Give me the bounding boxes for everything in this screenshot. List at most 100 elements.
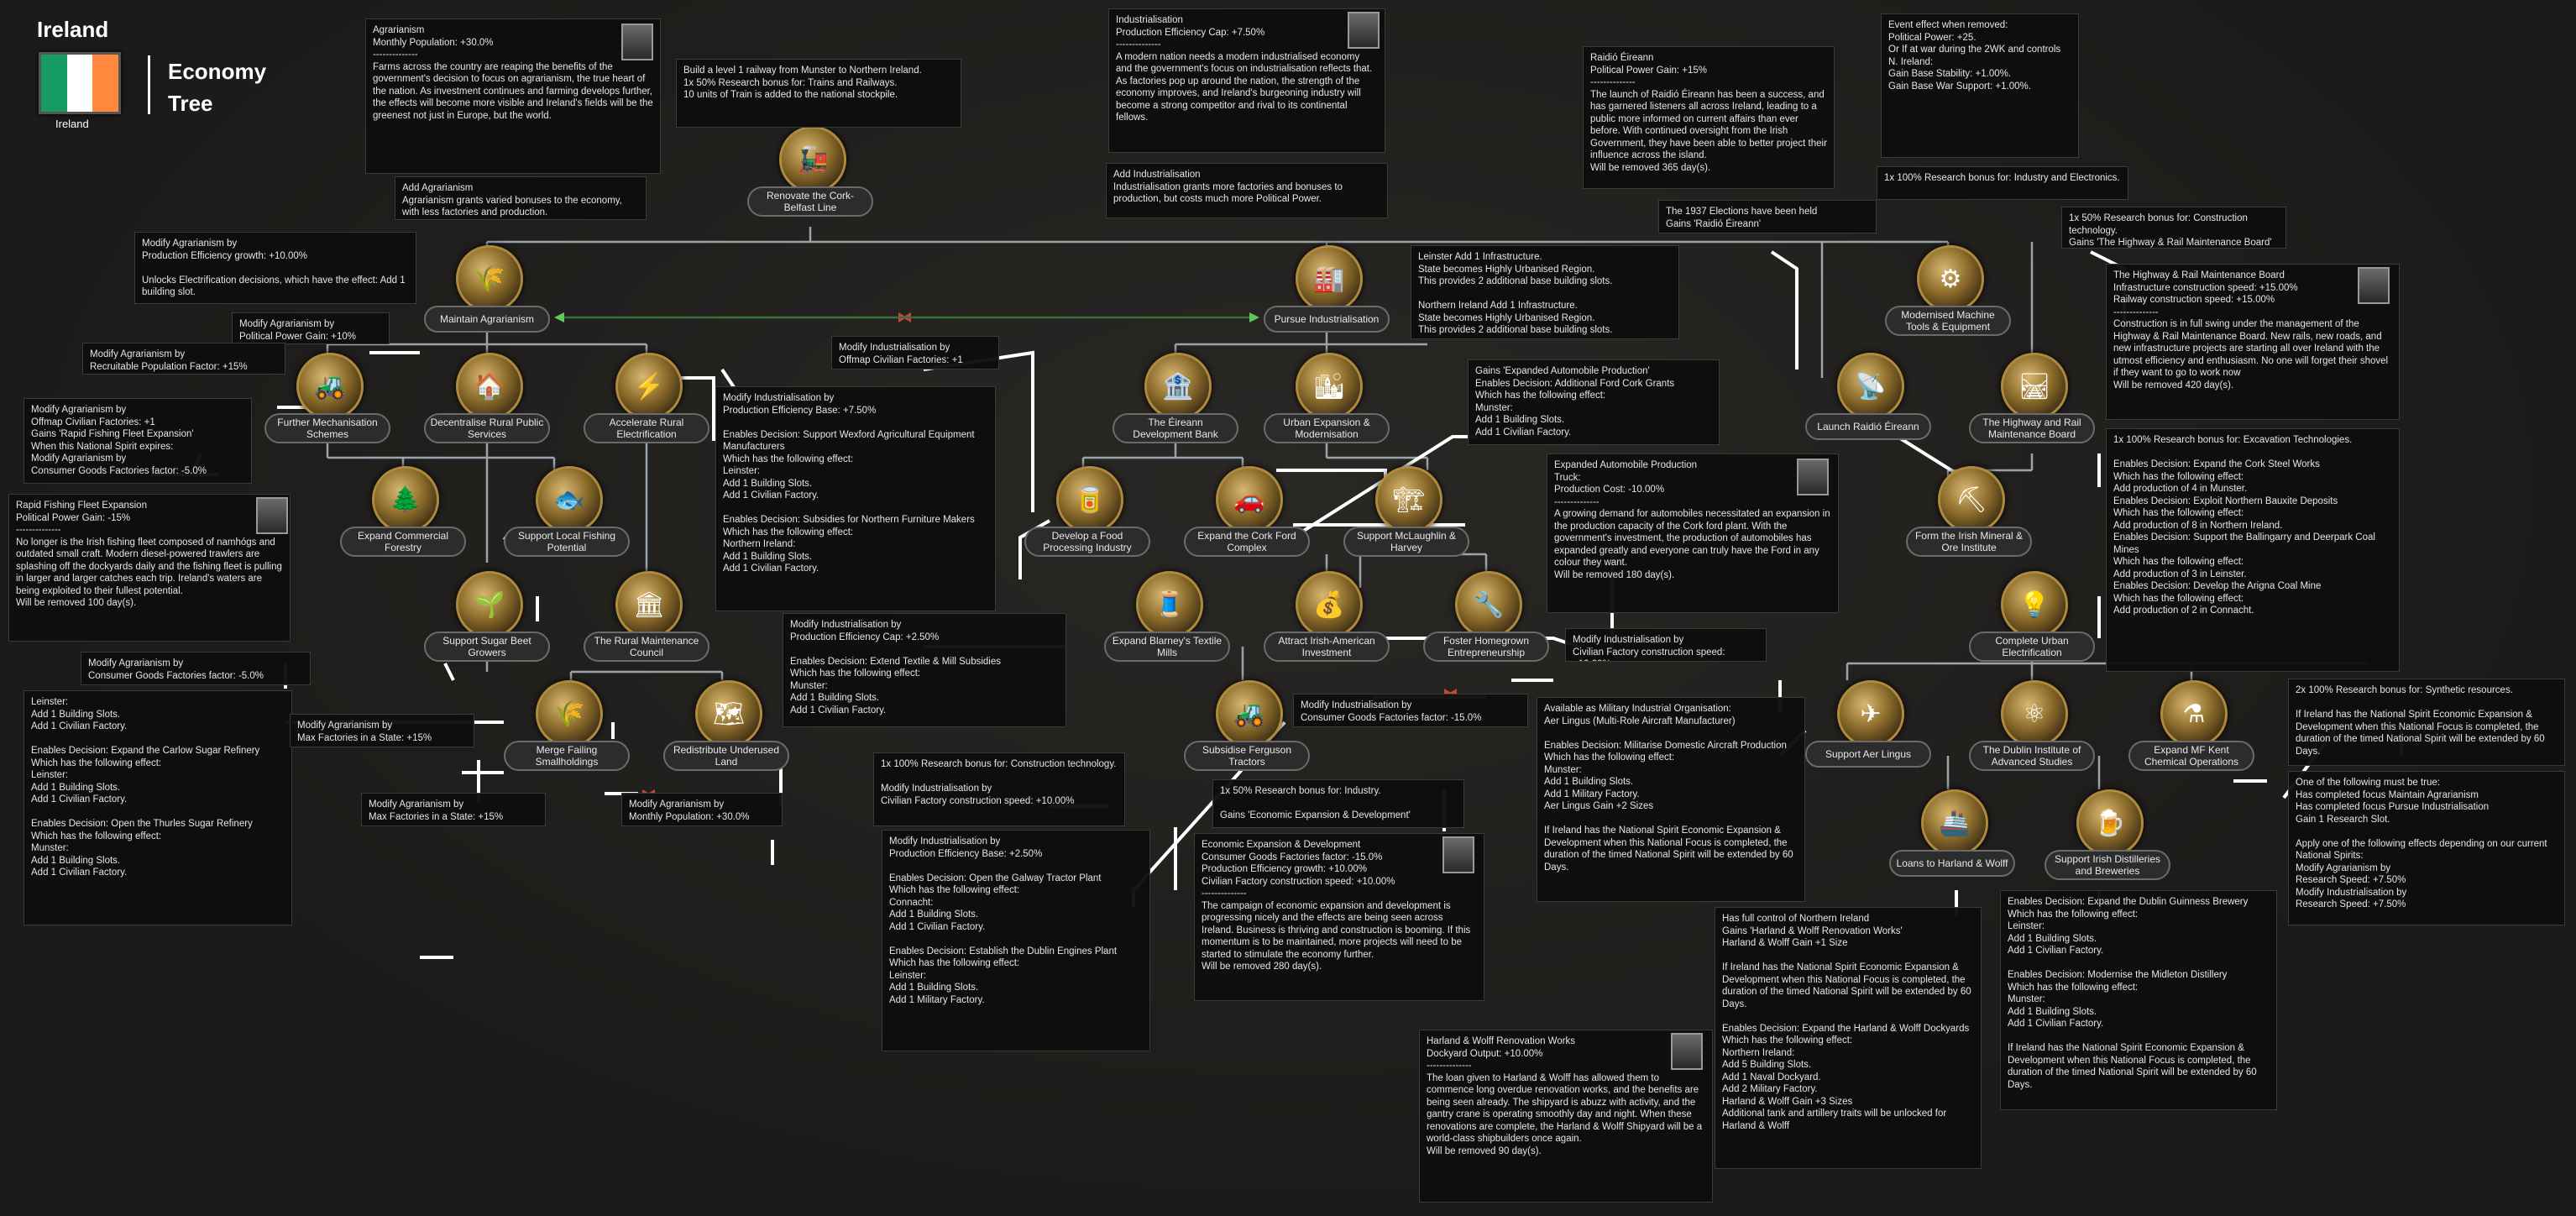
focus-support-mclaughlin[interactable]: 🏗 Support McLaughlin & Harvey — [1343, 466, 1469, 567]
focus-expand-commercial-forestry[interactable]: 🌲 Expand Commercial Forestry — [340, 466, 466, 567]
focus-dublin-institute[interactable]: ⚛ The Dublin Institute of Advanced Studi… — [1969, 680, 2095, 781]
tree-icon: 🌲 — [372, 466, 439, 533]
city-icon: 🏙 — [1296, 353, 1363, 420]
focus-complete-urban-elec[interactable]: 💡 Complete Urban Electrification — [1969, 571, 2095, 672]
focus-label: Subsidise Ferguson Tractors — [1184, 741, 1310, 771]
chemistry-icon: ⚗ — [2160, 680, 2228, 747]
bank-icon: 🏦 — [1144, 353, 1212, 420]
gear-icon: ⚙ — [1917, 245, 1984, 312]
focus-attract-irish-american[interactable]: 💰 Attract Irish-American Investment — [1264, 571, 1390, 672]
focus-urban-expansion[interactable]: 🏙 Urban Expansion & Modernisation — [1264, 353, 1390, 453]
beet-icon: 🌱 — [456, 571, 523, 638]
tooltip-modify-agr-pp: Modify Agrarianism by Political Power Ga… — [232, 312, 390, 344]
tree-title-line1: Economy — [168, 55, 266, 87]
road-icon: 🛤 — [2001, 353, 2068, 420]
focus-merge-failing[interactable]: 🌾 Merge Failing Smallholdings — [504, 680, 630, 781]
focus-label: Decentralise Rural Public Services — [424, 413, 550, 443]
tooltip-dublin-guinness: Enables Decision: Expand the Dublin Guin… — [2000, 890, 2277, 1110]
tooltip-leinster-infra: Leinster Add 1 Infrastructure. State bec… — [1411, 245, 1679, 339]
focus-eireann-dev-bank[interactable]: 🏦 The Éireann Development Bank — [1113, 353, 1238, 453]
tooltip-leinster-sugar: Leinster: Add 1 Building Slots. Add 1 Ci… — [24, 690, 292, 925]
tooltip-research-industry: 1x 50% Research bonus for: Industry. Gai… — [1212, 779, 1464, 828]
focus-expand-mf-kent[interactable]: ⚗ Expand MF Kent Chemical Operations — [2128, 680, 2254, 781]
ireland-flag — [39, 52, 121, 114]
focus-label: Support Local Fishing Potential — [504, 527, 630, 557]
tooltip-research-construction2: 1x 100% Research bonus for: Construction… — [873, 752, 1125, 826]
title-divider — [148, 55, 150, 114]
radio-tower-icon: 📡 — [1837, 353, 1904, 420]
focus-label: Accelerate Rural Electrification — [584, 413, 709, 443]
lightbulb-icon: 💡 — [2001, 571, 2068, 638]
tree-title: Economy Tree — [168, 55, 266, 119]
focus-label: Further Mechanisation Schemes — [264, 413, 390, 443]
tooltip-modify-agr-max2: Modify Agrarianism by Max Factories in a… — [361, 793, 546, 826]
barrel-icon: 🍺 — [2076, 789, 2144, 857]
focus-renovate-cork-belfast[interactable]: 🚂 Renovate the Cork-Belfast Line — [747, 126, 873, 227]
wheat-icon: 🌾 — [456, 245, 523, 312]
tractor-icon: 🚜 — [296, 353, 364, 420]
focus-decentralise-rural[interactable]: 🏠 Decentralise Rural Public Services — [424, 353, 550, 453]
focus-label: The Rural Maintenance Council — [584, 632, 709, 662]
focus-support-distilleries[interactable]: 🍺 Support Irish Distilleries and Breweri… — [2045, 789, 2170, 890]
tooltip-modify-ind-peb2: Modify Industrialisation by Production E… — [882, 830, 1150, 1051]
focus-loans-harland[interactable]: 🚢 Loans to Harland & Wolff — [1889, 789, 2015, 890]
tooltip-highway-board: The Highway & Rail Maintenance Board Inf… — [2106, 264, 2400, 420]
tooltip-expanded-auto-truck: Expanded Automobile Production Truck: Pr… — [1547, 453, 1839, 613]
tooltip-event-effect: Event effect when removed: Political Pow… — [1881, 13, 2079, 158]
focus-maintain-agrarianism[interactable]: 🌾 Maintain Agrarianism — [424, 245, 550, 346]
tooltip-research-construction: 1x 50% Research bonus for: Construction … — [2061, 207, 2286, 249]
focus-expand-cork-ford[interactable]: 🚗 Expand the Cork Ford Complex — [1184, 466, 1310, 567]
focus-label: Support Sugar Beet Growers — [424, 632, 550, 662]
focus-redistribute-land[interactable]: 🗺 Redistribute Underused Land — [663, 680, 789, 781]
focus-label: Foster Homegrown Entrepreneurship — [1423, 632, 1549, 662]
focus-label: Develop a Food Processing Industry — [1024, 527, 1150, 557]
focus-modernised-machine-tools[interactable]: ⚙ Modernised Machine Tools & Equipment — [1885, 245, 2011, 346]
tooltip-modify-ind-offmap: Modify Industrialisation by Offmap Civil… — [831, 336, 999, 370]
focus-rural-maintenance-council[interactable]: 🏛 The Rural Maintenance Council — [584, 571, 709, 672]
industrialisation-spirit-icon — [1348, 12, 1380, 49]
focus-support-local-fishing[interactable]: 🐟 Support Local Fishing Potential — [504, 466, 630, 567]
focus-label: Merge Failing Smallholdings — [504, 741, 630, 771]
railway-icon: 🚂 — [779, 126, 846, 193]
focus-label: Expand Blarney's Textile Mills — [1104, 632, 1230, 662]
tooltip-modify-agr-pop: Modify Agrarianism by Monthly Population… — [621, 793, 783, 826]
focus-foster-homegrown[interactable]: 🔧 Foster Homegrown Entrepreneurship — [1423, 571, 1549, 672]
fish-icon: 🐟 — [536, 466, 603, 533]
focus-label: The Dublin Institute of Advanced Studies — [1969, 741, 2095, 771]
focus-label: Redistribute Underused Land — [663, 741, 789, 771]
focus-support-aer-lingus[interactable]: ✈ Support Aer Lingus — [1805, 680, 1931, 781]
ore-icon: ⛏ — [1938, 466, 2005, 533]
focus-support-sugar-beet[interactable]: 🌱 Support Sugar Beet Growers — [424, 571, 550, 672]
council-icon: 🏛 — [615, 571, 683, 638]
focus-subsidise-ferguson[interactable]: 🚜 Subsidise Ferguson Tractors — [1184, 680, 1310, 781]
tooltip-modify-ind-civ-speed: Modify Industrialisation by Civilian Fac… — [1565, 628, 1767, 662]
tooltip-modify-agr-recruit: Modify Agrarianism by Recruitable Popula… — [82, 343, 285, 375]
agrarianism-spirit-icon — [621, 24, 653, 60]
focus-form-irish-mineral[interactable]: ⛏ Form the Irish Mineral & Ore Institute — [1906, 466, 2032, 567]
tooltip-mineral-decisions: 1x 100% Research bonus for: Excavation T… — [2106, 428, 2400, 672]
focus-label: The Éireann Development Bank — [1113, 413, 1238, 443]
tooltip-agrarianism: Agrarianism Monthly Population: +30.0% -… — [365, 18, 661, 174]
tree-title-line2: Tree — [168, 87, 266, 119]
focus-expand-blarney[interactable]: 🧵 Expand Blarney's Textile Mills — [1104, 571, 1230, 672]
focus-label: Loans to Harland & Wolff — [1889, 850, 2015, 877]
lightning-icon: ⚡ — [615, 353, 683, 420]
tooltip-elections: The 1937 Elections have been held Gains … — [1658, 200, 1877, 233]
tractor-icon: 🚜 — [1216, 680, 1283, 747]
focus-label: Pursue Industrialisation — [1264, 306, 1390, 333]
tooltip-modify-ind-peb: Modify Industrialisation by Production E… — [715, 386, 996, 611]
harland-spirit-icon — [1671, 1033, 1703, 1070]
focus-pursue-industrialisation[interactable]: 🏭 Pursue Industrialisation — [1264, 245, 1390, 346]
tooltip-railway: Build a level 1 railway from Munster to … — [676, 59, 961, 128]
tooltip-modify-agr-max: Modify Agrarianism by Max Factories in a… — [290, 714, 474, 747]
tooltip-synthetic: 2x 100% Research bonus for: Synthetic re… — [2288, 679, 2565, 766]
tooltip-expanded-auto: Gains 'Expanded Automobile Production' E… — [1468, 359, 1720, 445]
focus-develop-food-processing[interactable]: 🥫 Develop a Food Processing Industry — [1024, 466, 1150, 567]
focus-label: Complete Urban Electrification — [1969, 632, 2095, 662]
tooltip-economic-expansion: Economic Expansion & Development Consume… — [1194, 833, 1484, 1001]
focus-accelerate-rural-elec[interactable]: ⚡ Accelerate Rural Electrification — [584, 353, 709, 453]
focus-label: Form the Irish Mineral & Ore Institute — [1906, 527, 2032, 557]
focus-launch-raidio[interactable]: 📡 Launch Raidió Éireann — [1805, 353, 1931, 453]
focus-highway-rail[interactable]: 🛤 The Highway and Rail Maintenance Board — [1969, 353, 2095, 453]
cannery-icon: 🥫 — [1056, 466, 1123, 533]
